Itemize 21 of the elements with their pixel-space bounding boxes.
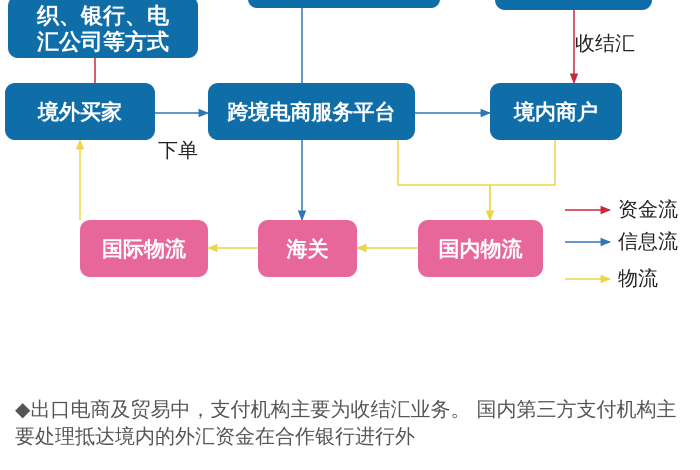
arrow: [486, 140, 556, 222]
legend-label: 信息流: [618, 228, 678, 255]
connector-line: [94, 58, 96, 83]
process-box: 跨境电商服务平台: [208, 83, 415, 140]
arrow: [298, 140, 306, 222]
arrow: [76, 138, 84, 220]
arrow: [570, 10, 578, 84]
connector-line: [301, 8, 303, 83]
arrow: [155, 108, 210, 118]
arrow: [356, 244, 418, 252]
logistics-box: 国际物流: [80, 220, 208, 277]
legend-label: 资金流: [618, 196, 678, 223]
note-text: ◆出口电商及贸易中，支付机构主要为收结汇业务。 国内第三方支付机构主要处理抵达境内的外汇资金在合作银行进行外: [15, 396, 678, 450]
arrow: [206, 244, 258, 252]
process-box: 织、银行、电汇公司等方式: [8, 0, 198, 58]
legend-label: 物流: [618, 265, 658, 292]
logistics-box: 海关: [258, 220, 357, 277]
logistics-box: 国内物流: [418, 220, 543, 277]
process-box: 境外买家: [5, 83, 155, 140]
arrow: [415, 108, 492, 118]
process-box: 境内商户: [490, 83, 622, 140]
